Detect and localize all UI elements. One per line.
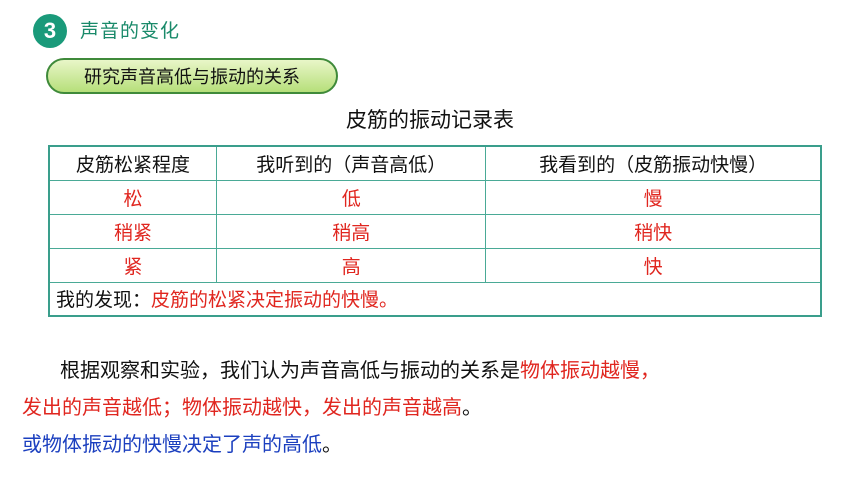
conclusion-lead: 根据观察和实验，我们认为声音高低与振动的关系是 <box>60 358 520 382</box>
conclusion-paragraph: 根据观察和实验，我们认为声音高低与振动的关系是物体振动越慢， 发出的声音越低；物… <box>22 352 842 463</box>
header-seen: 我看到的（皮筋振动快慢） <box>485 145 822 181</box>
header-heard: 我听到的（声音高低） <box>216 145 487 181</box>
table-header-row: 皮筋松紧程度 我听到的（声音高低） 我看到的（皮筋振动快慢） <box>48 145 822 181</box>
finding-cell: 我的发现：皮筋的松紧决定振动的快慢。 <box>48 281 822 317</box>
table-row: 紧 高 快 <box>48 247 822 283</box>
section-number-badge: 3 <box>33 14 67 48</box>
topic-label-text: 研究声音高低与振动的关系 <box>84 67 300 88</box>
header-tightness: 皮筋松紧程度 <box>48 145 218 181</box>
conclusion-blue-line: 或物体振动的快慢决定了声的高低 <box>22 432 322 456</box>
topic-label: 研究声音高低与振动的关系 <box>46 58 338 94</box>
conclusion-red-part2: 发出的声音越低；物体振动越快，发出的声音越高 <box>22 395 462 419</box>
cell-speed: 慢 <box>485 179 822 215</box>
cell-pitch: 低 <box>216 179 487 215</box>
cell-tightness: 稍紧 <box>48 213 218 249</box>
finding-label: 我的发现： <box>56 289 152 312</box>
cell-pitch: 高 <box>216 247 487 283</box>
cell-speed: 稍快 <box>485 213 822 249</box>
conclusion-blue-end: 。 <box>322 432 342 456</box>
table-row: 稍紧 稍高 稍快 <box>48 213 822 249</box>
finding-row: 我的发现：皮筋的松紧决定振动的快慢。 <box>48 281 822 317</box>
table-caption: 皮筋的振动记录表 <box>346 108 514 132</box>
finding-text: 皮筋的松紧决定振动的快慢。 <box>151 289 399 312</box>
record-table: 皮筋松紧程度 我听到的（声音高低） 我看到的（皮筋振动快慢） 松 低 慢 稍紧 … <box>48 145 822 317</box>
cell-tightness: 紧 <box>48 247 218 283</box>
cell-pitch: 稍高 <box>216 213 487 249</box>
cell-speed: 快 <box>485 247 822 283</box>
conclusion-red-part1: 物体振动越慢， <box>520 358 660 382</box>
table-row: 松 低 慢 <box>48 179 822 215</box>
conclusion-end-punct: 。 <box>462 395 482 419</box>
section-title: 声音的变化 <box>80 20 181 42</box>
cell-tightness: 松 <box>48 179 218 215</box>
